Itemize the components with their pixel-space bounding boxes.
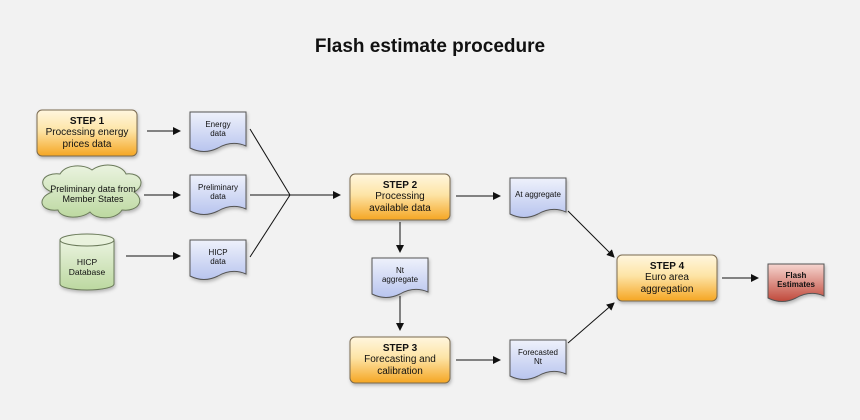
step2-box xyxy=(349,173,451,221)
preliminary-data-document xyxy=(189,174,247,215)
forecasted-nt-document xyxy=(509,339,567,380)
at-aggregate-document xyxy=(509,177,567,218)
hicp-database-cylinder xyxy=(59,233,115,291)
hicp-data-document xyxy=(189,239,247,280)
member-states-cloud-shape xyxy=(41,164,142,219)
arrow-at-to-step4 xyxy=(567,210,615,258)
merge-line-hicp xyxy=(249,194,291,258)
diagram-title: Flash estimate procedure xyxy=(314,36,546,57)
arrow-forecasted-to-step4 xyxy=(567,302,615,344)
step3-box xyxy=(349,336,451,384)
step4-box xyxy=(616,254,718,302)
step1-box xyxy=(36,109,138,157)
energy-data-document xyxy=(189,111,247,152)
nt-aggregate-document xyxy=(371,257,429,298)
flash-estimates-document xyxy=(767,263,825,302)
merge-line-energy xyxy=(249,128,291,196)
